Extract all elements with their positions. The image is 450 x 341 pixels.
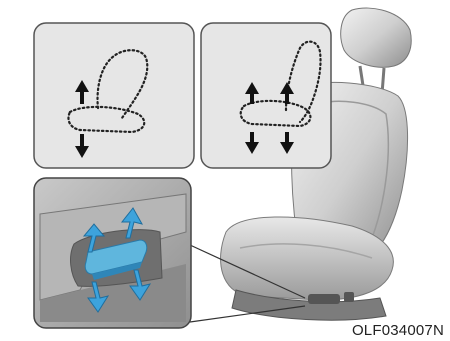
seat-height-panel (201, 23, 331, 168)
control-switch-panel (34, 178, 191, 328)
seat-tilt-panel (34, 23, 194, 168)
figure-caption: OLF034007N (352, 322, 444, 339)
